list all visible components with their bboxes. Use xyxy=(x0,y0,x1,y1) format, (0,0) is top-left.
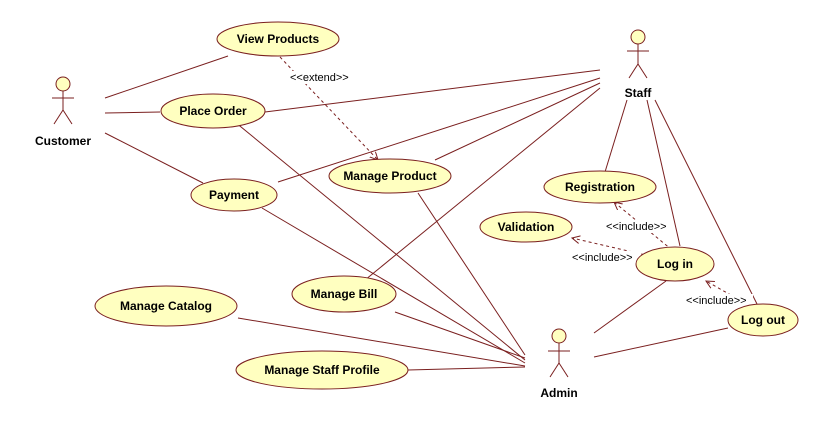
use-case-log-in[interactable]: Log in xyxy=(635,246,715,282)
assoc-admin-log-in xyxy=(593,280,667,334)
assoc-admin-manage-bill xyxy=(394,311,526,359)
dependencies: <<extend>> <<include>> <<include>> <<inc… xyxy=(279,56,753,308)
use-case-registration[interactable]: Registration xyxy=(543,170,657,204)
use-case-place-order[interactable]: Place Order xyxy=(160,93,266,129)
use-case-label: Manage Product xyxy=(343,169,436,183)
use-case-payment[interactable]: Payment xyxy=(190,178,278,212)
actor-label: Admin xyxy=(540,386,577,400)
assoc-admin-manage-staff-profile xyxy=(407,366,526,371)
assoc-customer-payment xyxy=(104,132,204,184)
assoc-admin-manage-product xyxy=(417,192,526,356)
assoc-admin-manage-catalog xyxy=(237,317,526,367)
use-case-label: Validation xyxy=(498,220,555,234)
actor-customer[interactable]: Customer xyxy=(35,76,91,148)
associations xyxy=(104,55,758,371)
use-case-view-products[interactable]: View Products xyxy=(216,21,340,57)
actor-admin[interactable]: Admin xyxy=(540,328,578,400)
assoc-staff-manage-bill xyxy=(364,87,601,281)
use-case-label: Place Order xyxy=(179,104,247,118)
assoc-admin-payment xyxy=(261,207,526,364)
actor-label: Staff xyxy=(625,86,653,100)
use-case-label: Registration xyxy=(565,180,635,194)
assoc-admin-place-order xyxy=(234,121,526,361)
use-case-label: Log in xyxy=(657,257,693,271)
assoc-staff-place-order xyxy=(264,69,601,113)
use-case-label: Manage Bill xyxy=(311,287,378,301)
assoc-staff-log-out xyxy=(654,99,758,305)
use-case-manage-catalog[interactable]: Manage Catalog xyxy=(94,285,238,327)
use-case-manage-product[interactable]: Manage Product xyxy=(328,158,452,194)
assoc-staff-manage-product xyxy=(434,82,601,161)
actor-label: Customer xyxy=(35,134,91,148)
use-case-label: Log out xyxy=(741,313,785,327)
include-label-validation: <<include>> xyxy=(572,252,633,264)
use-case-manage-staff-profile[interactable]: Manage Staff Profile xyxy=(235,350,409,390)
use-case-label: Manage Catalog xyxy=(120,299,212,313)
use-case-log-out[interactable]: Log out xyxy=(727,303,799,337)
extend-label: <<extend>> xyxy=(290,72,349,84)
use-case-label: Payment xyxy=(209,188,259,202)
assoc-staff-registration xyxy=(604,99,628,173)
use-case-label: Manage Staff Profile xyxy=(264,363,380,377)
assoc-admin-log-out xyxy=(593,327,729,358)
use-case-manage-bill[interactable]: Manage Bill xyxy=(291,275,397,313)
include-label-log-out: <<include>> xyxy=(686,295,747,307)
include-label-registration: <<include>> xyxy=(606,221,667,233)
assoc-staff-payment xyxy=(277,77,601,183)
use-case-validation[interactable]: Validation xyxy=(479,211,573,243)
assoc-customer-place-order xyxy=(104,111,161,114)
assoc-customer-view-products xyxy=(104,55,229,99)
assoc-staff-log-in xyxy=(646,99,681,247)
actor-staff[interactable]: Staff xyxy=(625,29,653,100)
use-case-label: View Products xyxy=(237,32,320,46)
